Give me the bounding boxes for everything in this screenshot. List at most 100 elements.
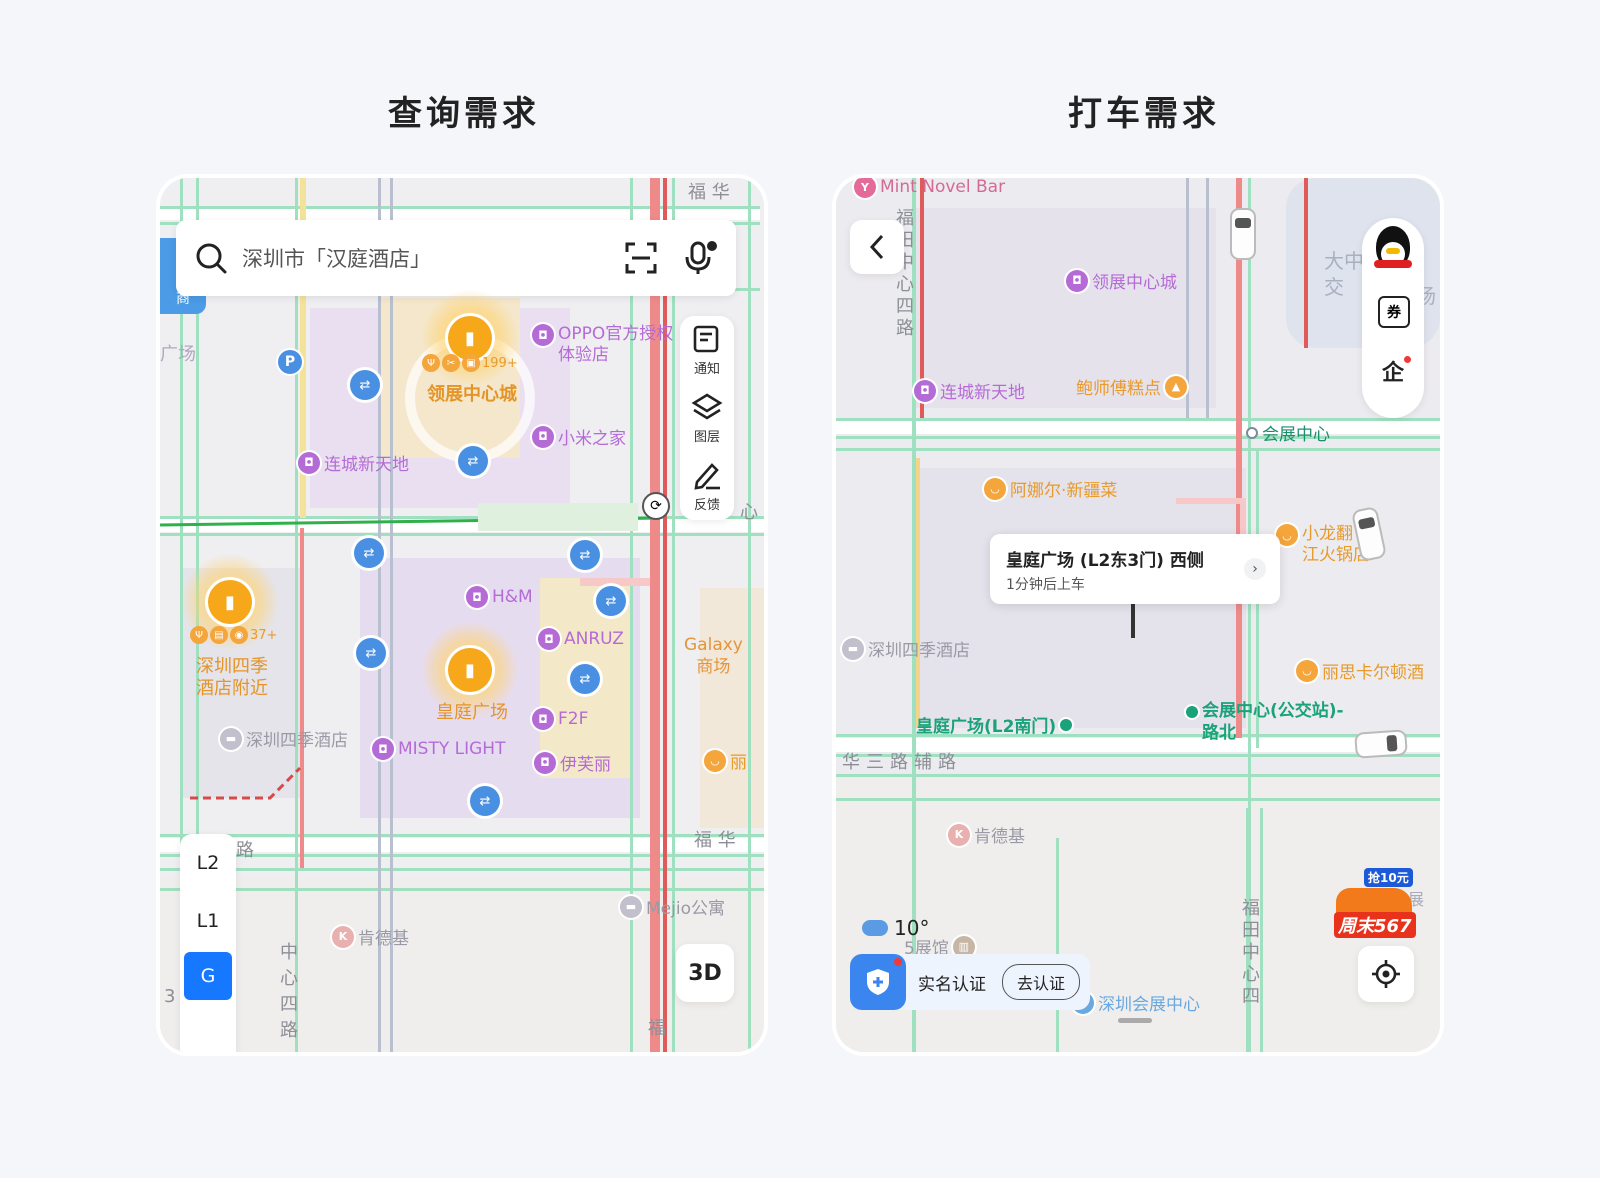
bar-icon: Y (854, 178, 876, 198)
tool-feedback-label: 反馈 (693, 497, 720, 513)
enterprise-icon[interactable]: 企 (1381, 361, 1404, 386)
poi-mejio[interactable]: ▬Mejio公寓 (620, 894, 725, 919)
poi-baoshi-label: 鲍师傅糕点 (1076, 379, 1161, 399)
scan-icon[interactable] (624, 241, 658, 275)
entrance-icon[interactable]: ⇄ (470, 786, 500, 816)
toggle-3d-button[interactable]: 3D (676, 944, 734, 1002)
poi-hm[interactable]: ◘H&M (466, 586, 533, 608)
road-label-fuzhong-right: 福 田 中 心 四 (1242, 898, 1260, 1007)
station-huangting-label: 皇庭广场(L2南门) (916, 717, 1057, 737)
poi-li[interactable]: ◡丽 (704, 748, 747, 773)
voice-icon[interactable] (682, 240, 718, 276)
museum-icon: ▥ (952, 935, 975, 958)
poi-anaer[interactable]: ◡阿娜尔·新疆菜 (984, 476, 1117, 501)
poi-huizhan[interactable]: ◠深圳会展中心 (1072, 990, 1200, 1015)
verify-button[interactable]: 去认证 (1002, 964, 1080, 1000)
floor-l1[interactable]: L1 (196, 910, 220, 932)
coupon-icon[interactable]: 券 (1378, 296, 1410, 328)
search-bar[interactable]: 深圳市「汉庭酒店」 (176, 220, 736, 296)
poi-galaxy[interactable]: Galaxy 商场 (684, 634, 743, 678)
tool-layers-label: 图层 (693, 429, 720, 445)
search-input[interactable]: 深圳市「汉庭酒店」 (242, 247, 431, 271)
road-label-fuhua-bottom: 福 华 (694, 830, 736, 851)
cluster-huangting-label: 皇庭广场 (436, 702, 508, 723)
entrance-icon[interactable]: ⇄ (458, 446, 488, 476)
poi-siji-hotel[interactable]: ▬深圳四季酒店 (842, 636, 970, 661)
poi-lisi-label: 丽思卡尔顿酒 (1322, 663, 1424, 683)
entrance-icon[interactable]: ⇄ (356, 638, 386, 668)
promo-badge[interactable]: 抢10元 周末567 (1334, 868, 1416, 940)
road-label-zhongxin: 中 心 四 路 (280, 942, 298, 1041)
verify-label: 实名认证 (918, 975, 986, 995)
station-huangting[interactable]: 皇庭广场(L2南门) (916, 712, 1073, 737)
poi-yifuli[interactable]: ◘伊芙丽 (534, 750, 611, 775)
entrance-icon[interactable]: ⇄ (596, 586, 626, 616)
poi-f2f[interactable]: ◘F2F (532, 708, 588, 730)
parking-icon[interactable]: P (278, 350, 302, 374)
floor-g[interactable]: G (184, 952, 232, 1000)
station-huizhan-bus[interactable]: 会展中心(公交站)- 路北 (1186, 700, 1344, 744)
poi-f2f-label: F2F (558, 709, 589, 729)
poi-siji-hotel[interactable]: ▬深圳四季酒店 (220, 726, 348, 751)
poi-lisi[interactable]: ◡丽思卡尔顿酒 (1296, 658, 1424, 683)
entrance-icon[interactable]: ⇄ (570, 540, 600, 570)
road-label-fuhua-top: 福 华 (688, 182, 730, 203)
bottom-sheet-handle[interactable] (1118, 1018, 1152, 1023)
verify-banner[interactable]: 实名认证 去认证 (850, 954, 1090, 1010)
poi-anruz[interactable]: ◘ANRUZ (538, 628, 624, 650)
poi-li-label: 丽 (730, 753, 747, 773)
poi-xiaomi[interactable]: ◘小米之家 (532, 424, 626, 449)
cluster-huangting[interactable]: ▮ (422, 622, 518, 718)
tool-layers[interactable]: 图层 (680, 384, 734, 452)
poi-misty[interactable]: ◘MISTY LIGHT (372, 738, 505, 760)
poi-liancheng[interactable]: ◘连城新天地 (914, 378, 1025, 403)
poi-yifuli-label: 伊芙丽 (560, 755, 611, 775)
bag-icon: ▣ (462, 354, 480, 372)
weather-temp: 10° (894, 916, 930, 940)
hotel-icon: ▬ (620, 895, 642, 918)
hotel-icon: ▤ (210, 626, 228, 644)
qq-icon[interactable] (1370, 226, 1416, 278)
poi-baoshi[interactable]: ▲鲍师傅糕点 (1076, 374, 1187, 399)
poi-oppo[interactable]: ◘OPPO官方授权 体验店 (532, 324, 673, 366)
area-label-guangchang: 广场 (160, 344, 196, 365)
station-huizhan-metro[interactable]: 会展中心 (1246, 420, 1330, 445)
floor-l2[interactable]: L2 (196, 852, 220, 874)
entrance-icon[interactable]: ⇄ (354, 538, 384, 568)
right-section-title: 打车需求 (1068, 94, 1220, 134)
locate-button[interactable] (1358, 946, 1414, 1002)
poi-lingzhan[interactable]: ◘领展中心城 (1066, 268, 1177, 293)
cluster-siji-categories: Ψ▤◉37+ (190, 626, 277, 644)
shop-icon: ✂ (442, 354, 460, 372)
entrance-icon[interactable]: ⇄ (570, 664, 600, 694)
station-huizhan-bus-label: 会展中心(公交站)- 路北 (1202, 701, 1344, 743)
back-button[interactable] (850, 220, 904, 274)
chevron-left-icon (869, 234, 884, 260)
shopping-bag-icon: ◘ (372, 738, 394, 760)
cluster-lingzhan-label: 领展中心城 (427, 384, 517, 405)
poi-liancheng[interactable]: ◘连城新天地 (298, 450, 409, 475)
tool-notification[interactable]: 通知 (680, 316, 734, 384)
pickup-card[interactable]: 皇庭广场 (L2东3门) 西侧 1分钟后上车 › (990, 534, 1280, 604)
poi-xiaolong[interactable]: ◡小龙翻 江火锅店 (1276, 524, 1370, 566)
shopping-bag-icon: ◘ (298, 451, 320, 474)
poi-xiaolong-label: 小龙翻 江火锅店 (1302, 524, 1370, 565)
floor-selector: L2 L1 G (180, 834, 236, 1052)
weather-widget[interactable]: 10° (862, 916, 929, 940)
restaurant-icon: ◡ (704, 749, 726, 772)
tool-feedback[interactable]: 反馈 (680, 452, 734, 520)
hotel-icon: ▬ (842, 637, 864, 660)
restaurant-icon: ◡ (984, 477, 1006, 500)
promo-main: 周末567 (1334, 912, 1416, 938)
sync-icon[interactable]: ⟳ (642, 492, 670, 520)
car-icon (1354, 729, 1408, 759)
entrance-icon[interactable]: ⇄ (350, 370, 380, 400)
cluster-chart-icon: ▮ (208, 580, 252, 624)
car-icon (1230, 208, 1256, 260)
map-panel-search[interactable]: 福 华 福 华 福 中 心 四 路 路 3 心 广场 商 深圳市「汉庭酒店」 通… (160, 178, 764, 1052)
poi-oppo-label: OPPO官方授权 体验店 (558, 324, 674, 365)
